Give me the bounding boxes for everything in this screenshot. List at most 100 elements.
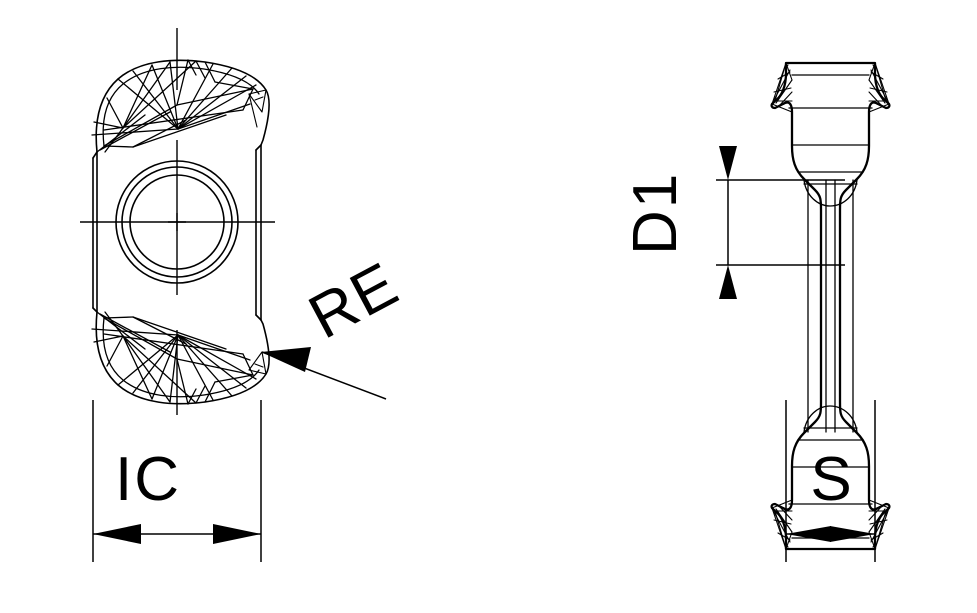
- facet-t5: [91, 128, 179, 136]
- facet-t9: [151, 64, 179, 130]
- facet-b26: [204, 381, 216, 403]
- right-flank-bottom-chamfer: [255, 314, 262, 321]
- re-dimension-label: RE: [298, 249, 410, 352]
- fan-tr-3: [870, 69, 888, 101]
- facet-t30: [176, 59, 189, 106]
- top-chipbreaker-facets: [91, 59, 257, 153]
- side-corner-fan-bottom-right: [868, 499, 890, 550]
- fan-tr-10: [872, 64, 876, 69]
- facet-b3: [103, 333, 244, 355]
- facet-t26: [204, 61, 216, 83]
- fan-bl-2: [771, 507, 787, 550]
- fan-br-4: [868, 508, 886, 533]
- fan-tr-9: [870, 71, 884, 80]
- top-cutting-edge-inner: [102, 66, 260, 147]
- fan-br-2: [874, 507, 890, 550]
- facet-t27: [195, 60, 206, 79]
- facet-t14: [177, 84, 257, 130]
- left-flank-bottom-chamfer: [92, 307, 98, 313]
- facet-t22: [99, 111, 171, 151]
- facet-b27: [195, 385, 206, 404]
- ic-arrow-right: [213, 524, 261, 544]
- bottom-right-corner-facet: [248, 351, 267, 375]
- s-arrow-left: [786, 526, 831, 542]
- facet-b18: [106, 335, 124, 367]
- facet-b9: [151, 334, 179, 400]
- fan-tr-5: [868, 91, 883, 107]
- facet-t15: [122, 64, 153, 129]
- facet-t23: [132, 119, 187, 148]
- facet-b13: [177, 334, 247, 389]
- facet-t18: [106, 97, 124, 129]
- top-right-corner-facet: [248, 89, 267, 113]
- facet-b8: [132, 334, 179, 394]
- fan-bl-4: [775, 508, 793, 533]
- facet-b11: [177, 334, 214, 401]
- facet-t10: [169, 61, 179, 130]
- facet-t13: [177, 75, 247, 130]
- ic-arrow-left: [93, 524, 141, 544]
- top-view-group: IC RE: [80, 28, 410, 562]
- facet-b24: [103, 316, 134, 319]
- bottom-cutting-edge-inner: [102, 317, 260, 398]
- fan-bl-11: [771, 499, 793, 509]
- facet-b25: [132, 316, 227, 350]
- facet-b5: [91, 328, 179, 336]
- facet-t29: [187, 59, 197, 76]
- facet-b2: [176, 358, 254, 376]
- facet-b20: [104, 311, 124, 337]
- fan-tr-8: [869, 87, 888, 93]
- facet-b30: [176, 358, 189, 405]
- fan-tl-9: [777, 71, 791, 80]
- d1-arrow-bottom: [719, 265, 737, 299]
- facet-t3: [103, 109, 244, 131]
- left-flank-top-chamfer: [92, 151, 98, 159]
- fan-tr-11: [868, 103, 890, 113]
- bottom-right-corner-facet-line: [254, 363, 264, 368]
- facet-t25: [132, 114, 227, 148]
- facet-t6: [177, 103, 251, 130]
- side-view-group: D1 S: [621, 61, 891, 562]
- side-corner-fan-top-right: [868, 62, 890, 113]
- s-arrow-right: [830, 526, 875, 542]
- bottom-chipbreaker-facets: [91, 311, 267, 405]
- facet-t2: [176, 88, 254, 106]
- facet-t7: [117, 78, 179, 130]
- fan-tl-8: [773, 87, 792, 93]
- d1-dimension-label: D1: [621, 172, 690, 255]
- facet-b12: [177, 334, 233, 397]
- facet-b16: [122, 335, 171, 403]
- facet-b6: [177, 334, 251, 361]
- facet-t16: [122, 61, 171, 129]
- facet-t24: [103, 145, 134, 148]
- fan-bl-8: [773, 519, 792, 525]
- facet-t28: [214, 81, 254, 90]
- top-right-corner-facet-line2: [248, 93, 258, 128]
- facet-b7: [117, 334, 179, 386]
- ic-dimension-label: IC: [115, 445, 181, 514]
- facet-b22: [99, 313, 171, 353]
- bore-circle-inner: [129, 174, 225, 270]
- facet-b19: [93, 335, 124, 343]
- facet-b17: [122, 335, 197, 404]
- facet-t11: [177, 63, 214, 130]
- facet-b29: [187, 388, 197, 405]
- facet-b23: [132, 316, 187, 345]
- fan-tr-4: [868, 79, 886, 104]
- facet-t19: [93, 121, 124, 129]
- facet-b10: [169, 334, 179, 403]
- fan-br-8: [869, 519, 888, 525]
- d1-arrow-top: [719, 146, 737, 180]
- side-waist-curve-top: [803, 179, 858, 207]
- fan-br-3: [870, 511, 888, 543]
- fan-tl-3: [773, 69, 791, 101]
- re-label-group: RE: [298, 249, 410, 352]
- facet-b14: [177, 334, 257, 380]
- fan-tr-2: [874, 62, 890, 105]
- facet-b28: [214, 374, 254, 383]
- fan-tl-11: [771, 103, 793, 113]
- right-flank-top-chamfer: [255, 144, 262, 151]
- s-dimension-label: S: [810, 445, 853, 514]
